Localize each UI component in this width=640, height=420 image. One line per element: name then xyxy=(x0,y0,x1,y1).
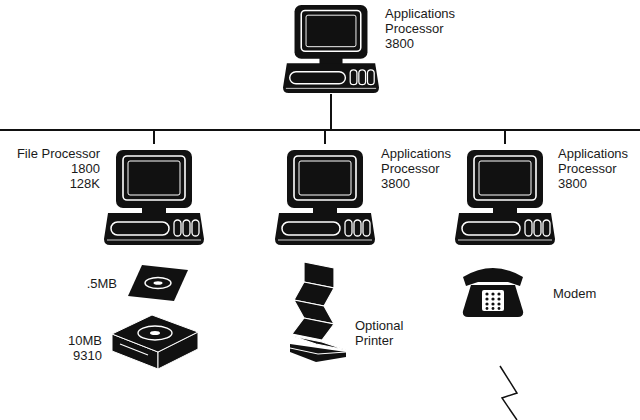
telephone-icon xyxy=(463,268,523,317)
label-text: 3800 xyxy=(558,176,629,191)
printer-icon xyxy=(290,262,346,362)
computer-icon xyxy=(104,150,204,245)
disk-drive-icon xyxy=(112,315,198,369)
node-label: Applications Processor3800 xyxy=(385,6,456,51)
printer-node: Optional Printer xyxy=(286,260,406,363)
label-text: .5MB xyxy=(86,276,117,291)
label-text: Optional Printer xyxy=(355,318,403,348)
phone-line xyxy=(500,366,517,420)
label-text: 9310 xyxy=(68,348,102,363)
node-label: Modem xyxy=(553,286,597,301)
label-text: Modem xyxy=(553,286,597,301)
computer-icon xyxy=(283,5,379,93)
computer-icon xyxy=(455,150,555,245)
computer-node: Applications Processor3800 xyxy=(281,3,458,94)
computer-icon xyxy=(275,150,375,245)
label-text: 128K xyxy=(16,176,100,191)
node-label: Applications Processor3800 xyxy=(558,146,629,191)
node-label: .5MB xyxy=(86,276,117,291)
label-text: 3800 xyxy=(381,176,452,191)
label-text: Applications Processor xyxy=(381,146,451,176)
computer-node: Applications Processor3800 xyxy=(453,144,631,246)
label-text: File Processor xyxy=(16,146,100,161)
disk-drive-node: 10MB9310 xyxy=(66,310,204,371)
node-label: Optional Printer xyxy=(355,318,404,348)
computer-node: Applications Processor3800 xyxy=(273,144,454,246)
label-text: Applications Processor xyxy=(558,146,628,176)
computer-node: File Processor1800128K xyxy=(14,144,206,246)
label-text: Applications Processor xyxy=(385,6,455,36)
bus-connector xyxy=(154,94,331,144)
node-label: Applications Processor3800 xyxy=(381,146,452,191)
bus-connector xyxy=(331,94,505,144)
modem-node: Modem xyxy=(460,263,599,318)
floppy-node: .5MB xyxy=(84,263,190,302)
label-text: 10MB xyxy=(68,333,102,348)
node-label: 10MB9310 xyxy=(68,333,102,363)
node-label: File Processor1800128K xyxy=(16,146,100,191)
label-text: 1800 xyxy=(16,161,100,176)
label-text: 3800 xyxy=(385,36,456,51)
floppy-icon xyxy=(128,265,188,301)
